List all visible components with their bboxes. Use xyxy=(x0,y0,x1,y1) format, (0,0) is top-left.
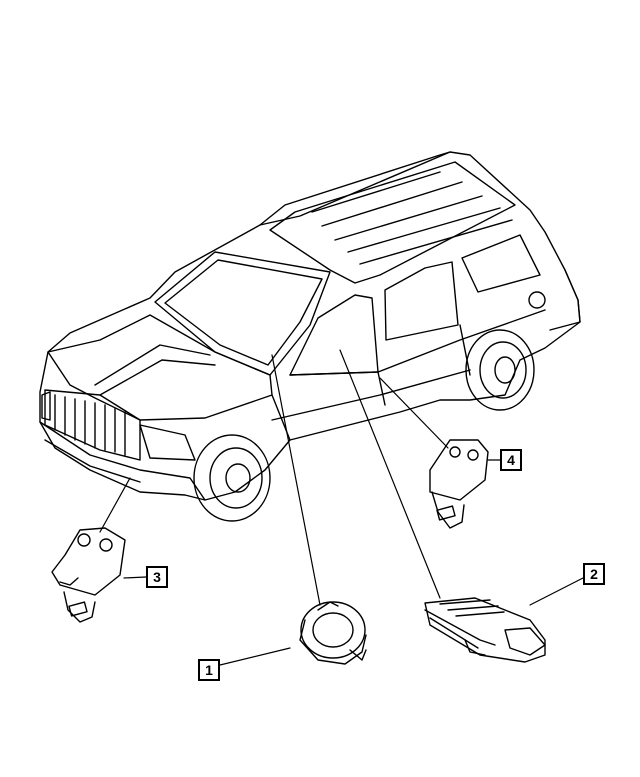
callout-3: 3 xyxy=(146,566,168,588)
suv-illustration xyxy=(39,151,581,522)
callout-2: 2 xyxy=(583,563,605,585)
leader-lines xyxy=(99,349,584,666)
rear-wheel xyxy=(465,329,535,411)
callout-4: 4 xyxy=(500,449,522,471)
front-wheel xyxy=(193,434,271,522)
front-impact-sensor xyxy=(51,527,126,623)
clockspring xyxy=(299,601,367,665)
side-impact-sensor xyxy=(429,439,489,529)
airbag-control-module xyxy=(424,597,546,663)
callout-1: 1 xyxy=(198,659,220,681)
